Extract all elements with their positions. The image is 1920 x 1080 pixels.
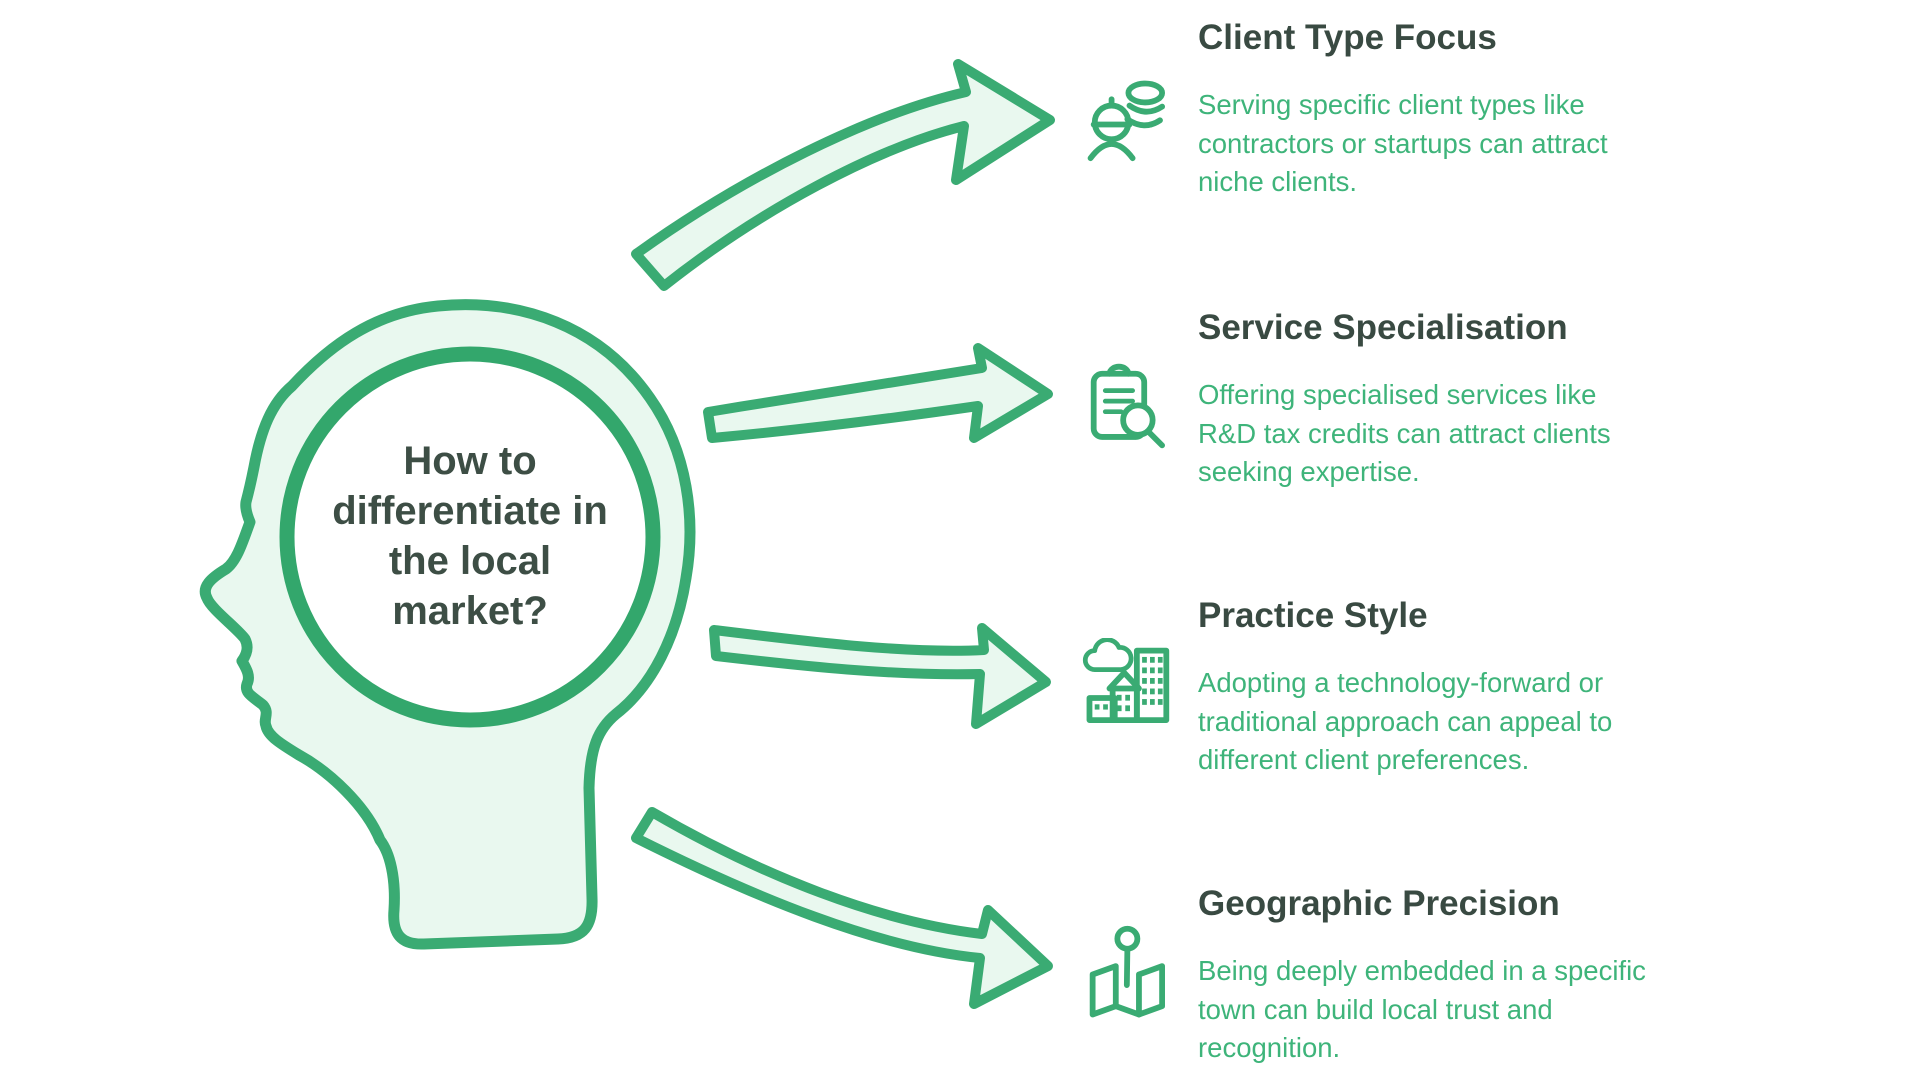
section-geographic-precision: Geographic Precision Being deeply embedd… [1080, 882, 1820, 1068]
central-question: How to differentiate in the local market… [332, 439, 608, 633]
section-title: Service Specialisation [1198, 308, 1568, 347]
section-description: Being deeply embedded in a specific town… [1198, 955, 1646, 1063]
arrow-to-service-specialisation [703, 343, 1053, 443]
arrow-to-geographic-precision [631, 807, 1053, 1009]
section-title: Client Type Focus [1198, 18, 1497, 57]
section-title: Practice Style [1198, 596, 1428, 635]
map-pin-icon [1080, 924, 1180, 1024]
thought-circle [279, 346, 661, 728]
section-title: Geographic Precision [1198, 884, 1560, 923]
contractor-coins-icon [1080, 74, 1180, 174]
city-buildings-icon [1080, 637, 1180, 738]
section-service-specialisation: Service Specialisation Offering speciali… [1080, 306, 1820, 492]
section-description: Adopting a technology-forward or traditi… [1198, 667, 1613, 775]
arrow-to-practice-style [709, 623, 1051, 729]
arrow-to-client-type-focus [631, 59, 1055, 291]
section-description: Offering specialised services like R&D t… [1198, 379, 1611, 487]
section-client-type-focus: Client Type Focus Serving specific clien… [1080, 16, 1820, 202]
section-practice-style: Practice Style Adopting a technology-for… [1080, 594, 1820, 780]
section-description: Serving specific client types like contr… [1198, 89, 1608, 197]
clipboard-search-icon [1080, 358, 1180, 458]
